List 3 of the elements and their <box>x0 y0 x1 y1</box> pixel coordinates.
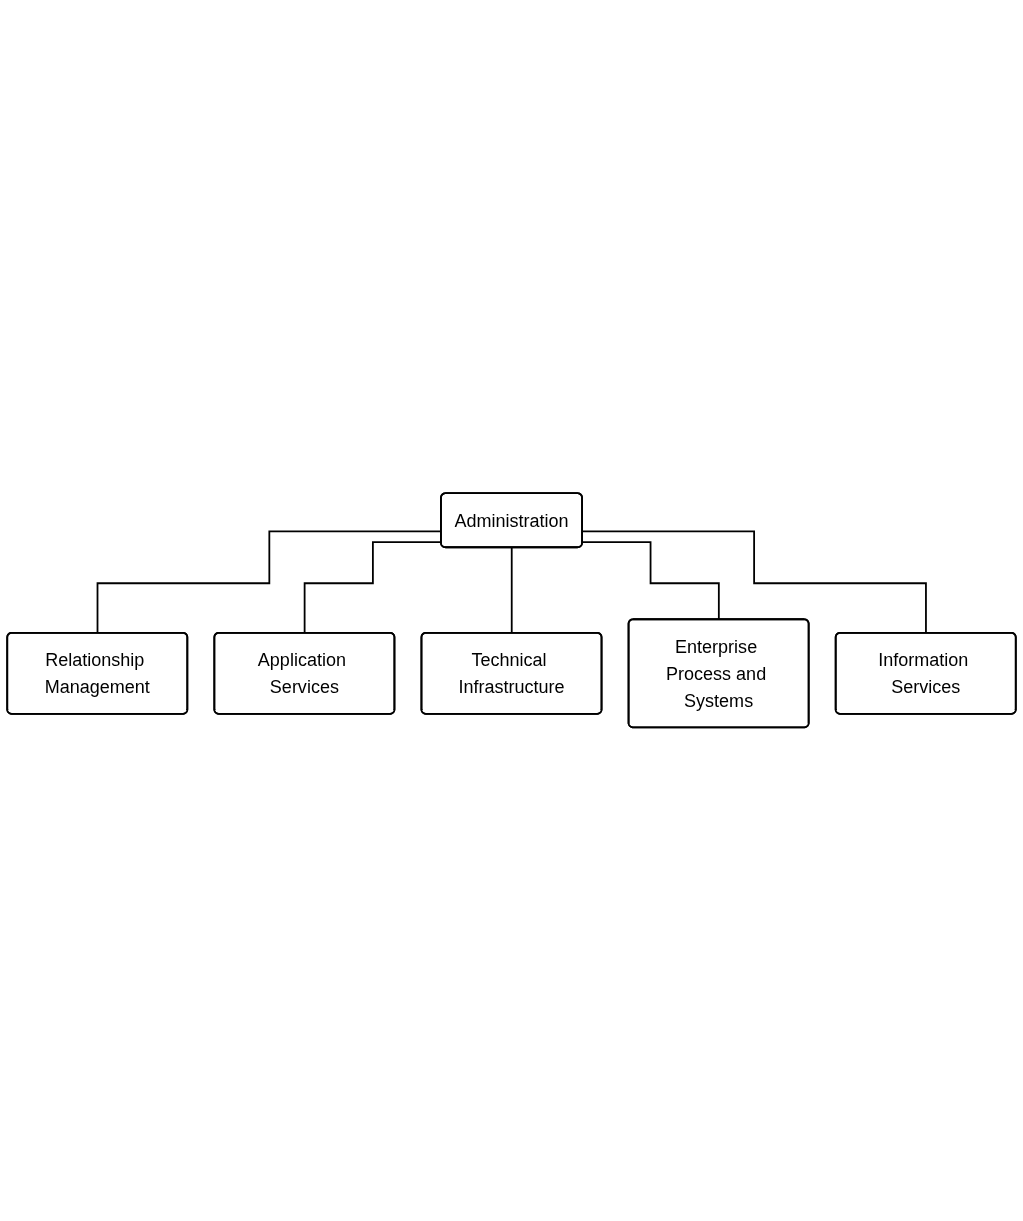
connector <box>581 541 720 621</box>
connector <box>581 530 928 635</box>
connector <box>510 547 513 635</box>
